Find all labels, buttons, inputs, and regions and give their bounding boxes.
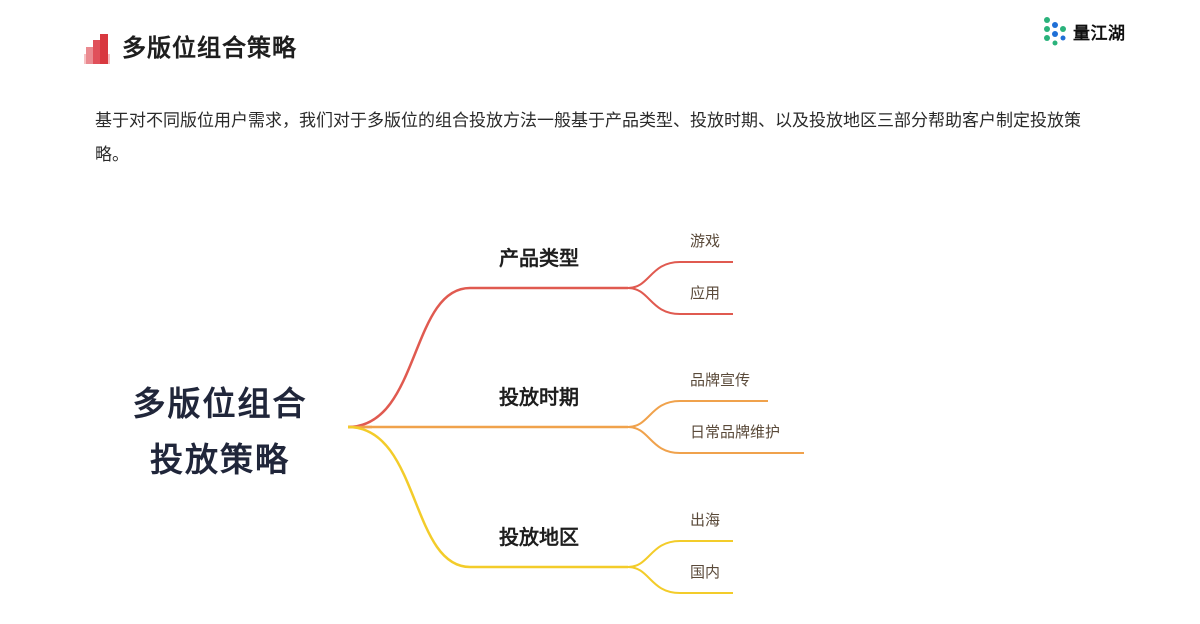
root-line-1: 多版位组合 bbox=[132, 384, 308, 423]
root-line-2: 投放策略 bbox=[150, 440, 290, 479]
leaf-line-brand-promo bbox=[627, 400, 768, 428]
mindmap-root: 多版位组合 投放策略 bbox=[110, 376, 330, 488]
leaf-game: 游戏 bbox=[690, 232, 721, 250]
leaf-line-brand-maintenance bbox=[627, 426, 804, 454]
branch-line-launch-region bbox=[347, 425, 628, 569]
leaf-line-domestic bbox=[627, 566, 733, 594]
intro-paragraph: 基于对不同版位用户需求，我们对于多版位的组合投放方法一般基于产品类型、投放时期、… bbox=[95, 111, 1081, 165]
brand-mark-icon bbox=[1044, 17, 1066, 46]
leaf-domestic: 国内 bbox=[690, 563, 721, 581]
leaf-brand-maintenance: 日常品牌维护 bbox=[690, 423, 781, 441]
leaf-brand-promo: 品牌宣传 bbox=[690, 371, 751, 389]
leaf-line-app bbox=[627, 287, 733, 315]
branch-product-type: 产品类型 bbox=[499, 246, 579, 270]
brand-name: 量江湖 bbox=[1073, 23, 1126, 44]
leaf-line-game bbox=[627, 261, 733, 289]
leaf-overseas: 出海 bbox=[690, 511, 721, 529]
title-bars-icon bbox=[84, 34, 110, 64]
leaf-line-overseas bbox=[627, 540, 733, 568]
page-title: 多版位组合策略 bbox=[122, 34, 297, 62]
branch-launch-period: 投放时期 bbox=[499, 385, 579, 409]
branch-line-product-type bbox=[347, 286, 628, 429]
brand-logo: 量江湖 bbox=[1043, 16, 1126, 46]
branch-launch-region: 投放地区 bbox=[499, 525, 579, 549]
leaf-app: 应用 bbox=[690, 284, 721, 302]
